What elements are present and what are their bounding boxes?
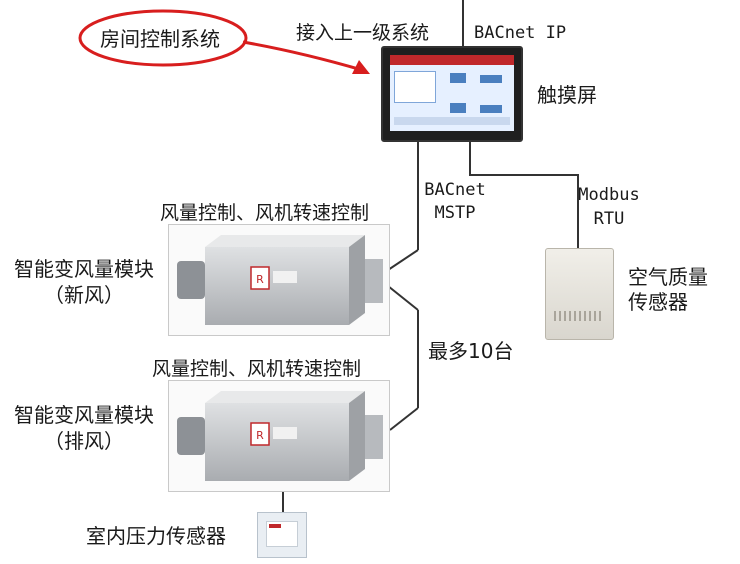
- bacnet-mstp-line2: MSTP: [434, 203, 476, 223]
- touch-screen-device: [381, 46, 523, 142]
- vav-module-exhaust: R: [168, 380, 390, 492]
- vav-module-exhaust-illustration: R: [177, 391, 383, 481]
- room-control-system-label: 房间控制系统: [100, 27, 220, 51]
- wire-modbus: [469, 140, 579, 248]
- vav-module-fresh: R: [168, 224, 390, 336]
- air-quality-sensor-device: [545, 248, 614, 340]
- bacnet-ip-label: BACnet IP: [474, 23, 567, 43]
- screen-display: [390, 55, 514, 131]
- touch-screen-label: 触摸屏: [537, 83, 597, 107]
- air-quality-label-line2: 传感器: [628, 290, 688, 314]
- max-units-label: 最多10台: [428, 339, 514, 363]
- room-pressure-sensor-label: 室内压力传感器: [86, 524, 226, 548]
- modbus-line2: RTU: [593, 209, 625, 229]
- vav-module-fresh-illustration: R: [177, 235, 383, 325]
- svg-text:R: R: [256, 273, 264, 286]
- highlight-ellipse: [78, 9, 248, 67]
- modbus-line1: Modbus: [578, 185, 640, 205]
- arrow-head: [352, 60, 370, 74]
- svg-text:R: R: [256, 429, 264, 442]
- room-pressure-sensor-device: [257, 512, 307, 558]
- highlight-arrow: [242, 40, 363, 72]
- module-fresh-label-line1: 智能变风量模块: [14, 257, 154, 281]
- module-exhaust-label-line1: 智能变风量模块: [14, 403, 154, 427]
- airflow-fan-control-label-1: 风量控制、风机转速控制: [160, 202, 370, 224]
- module-exhaust-label-line2: （排风）: [44, 429, 124, 453]
- module-fresh-label-line2: （新风）: [44, 283, 124, 307]
- airflow-fan-control-label-2: 风量控制、风机转速控制: [152, 358, 362, 380]
- bacnet-mstp-line1: BACnet: [424, 180, 486, 200]
- upper-system-label: 接入上一级系统: [296, 22, 430, 44]
- air-quality-label-line1: 空气质量: [628, 265, 708, 289]
